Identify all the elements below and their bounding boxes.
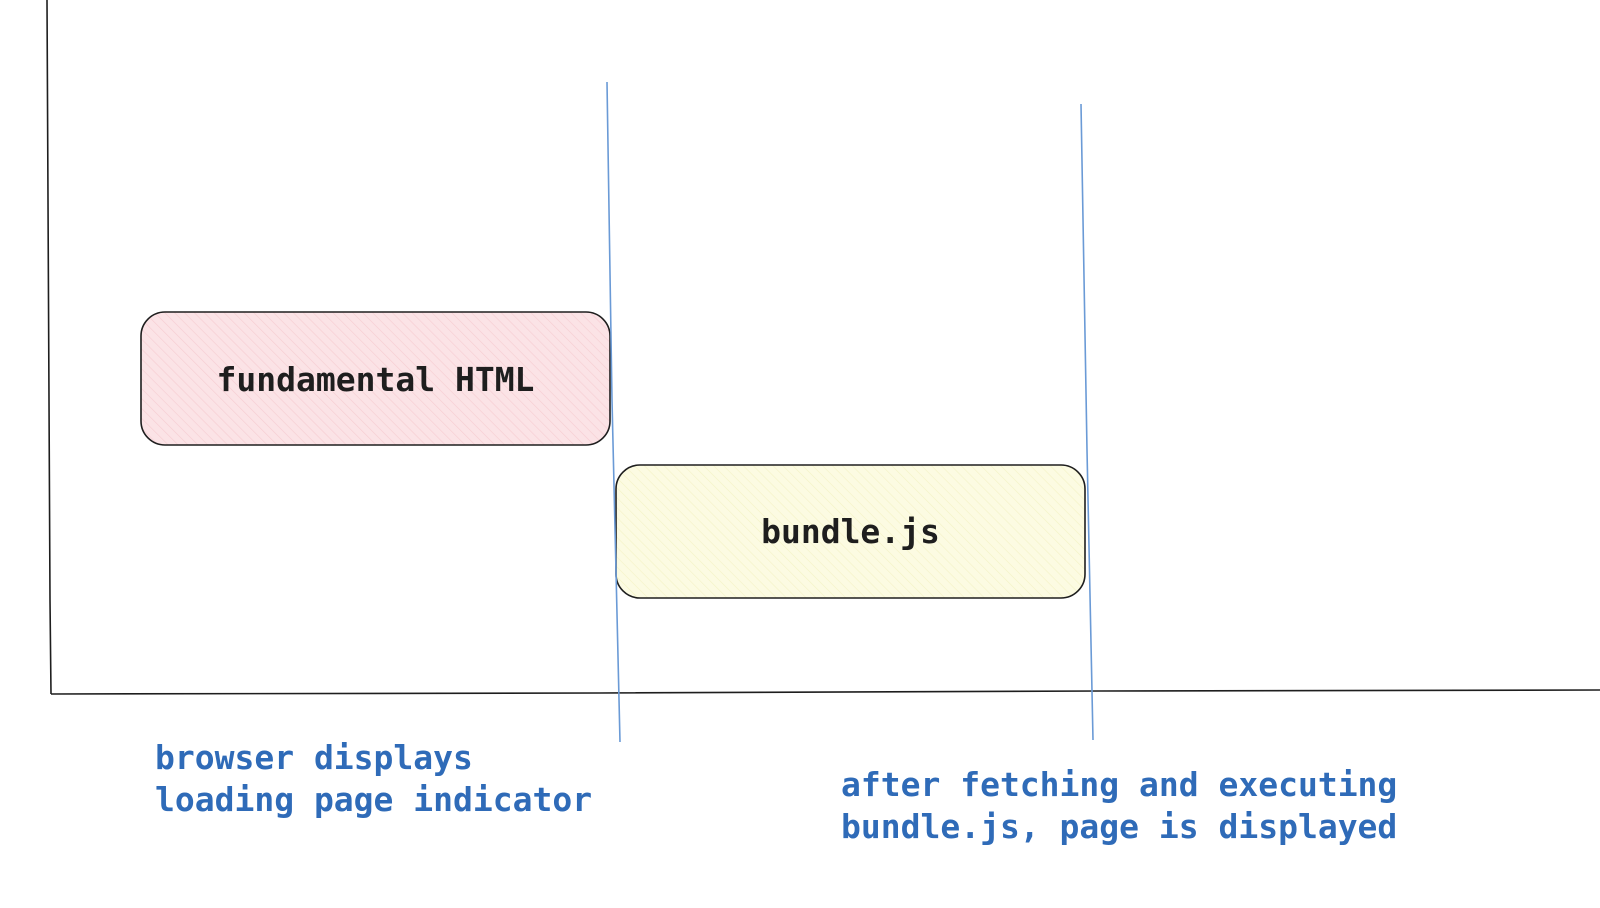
displayed-marker-line	[1080, 103, 1094, 741]
bundle-js-label: bundle.js	[761, 512, 940, 551]
loading-note-line-1: browser displays	[155, 738, 473, 777]
bundle-js-box: bundle.js	[615, 464, 1086, 599]
fundamental-html-label: fundamental HTML	[217, 360, 535, 399]
displayed-note-line-1: after fetching and executing	[841, 765, 1397, 804]
y-axis-line	[46, 0, 52, 695]
loading-note-line-2: loading page indicator	[155, 780, 592, 819]
x-axis-line	[50, 689, 1600, 695]
displayed-note-line-2: bundle.js, page is displayed	[841, 807, 1397, 846]
loading-marker-line	[606, 81, 621, 743]
fundamental-html-box: fundamental HTML	[140, 311, 611, 446]
